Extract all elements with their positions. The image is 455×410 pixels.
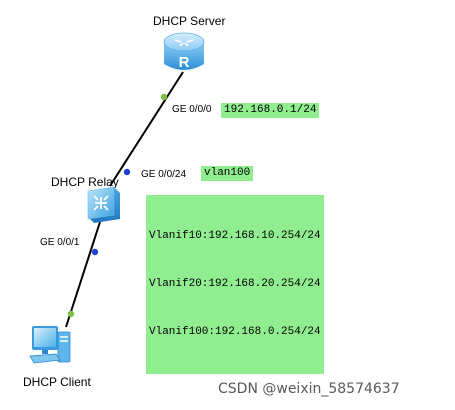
uplink-vlan-note: vlan100 [201, 166, 254, 181]
relay-downlink-port-label: GE 0/0/1 [40, 237, 80, 248]
server-port-label: GE 0/0/0 [172, 104, 212, 115]
svg-text:R: R [179, 54, 190, 71]
server-ip-note: 192.168.0.1/24 [221, 103, 320, 118]
vlanif-line: Vlanif20:192.168.20.254/24 [149, 278, 321, 290]
port-dot-server [160, 93, 168, 101]
client-label: DHCP Client [23, 375, 91, 389]
port-dot-client [67, 310, 75, 318]
link-server-relay [109, 71, 184, 187]
vlanif-line: Vlanif100:192.168.0.254/24 [149, 326, 321, 338]
vlanif-note: Vlanif10:192.168.10.254/24 Vlanif20:192.… [146, 195, 324, 374]
server-label: DHCP Server [153, 14, 226, 28]
port-dot-relay-downlink [91, 248, 99, 256]
port-dot-relay-uplink [123, 168, 131, 176]
relay-label: DHCP Relay [51, 175, 119, 189]
watermark: CSDN @weixin_58574637 [218, 381, 400, 397]
layer3-switch-icon[interactable] [84, 185, 124, 230]
link-relay-client [65, 221, 101, 328]
vlanif-line: Vlanif10:192.168.10.254/24 [149, 230, 321, 242]
relay-uplink-port-label: GE 0/0/24 [141, 169, 187, 180]
router-icon[interactable]: R [160, 30, 208, 81]
pc-icon[interactable] [28, 322, 76, 375]
